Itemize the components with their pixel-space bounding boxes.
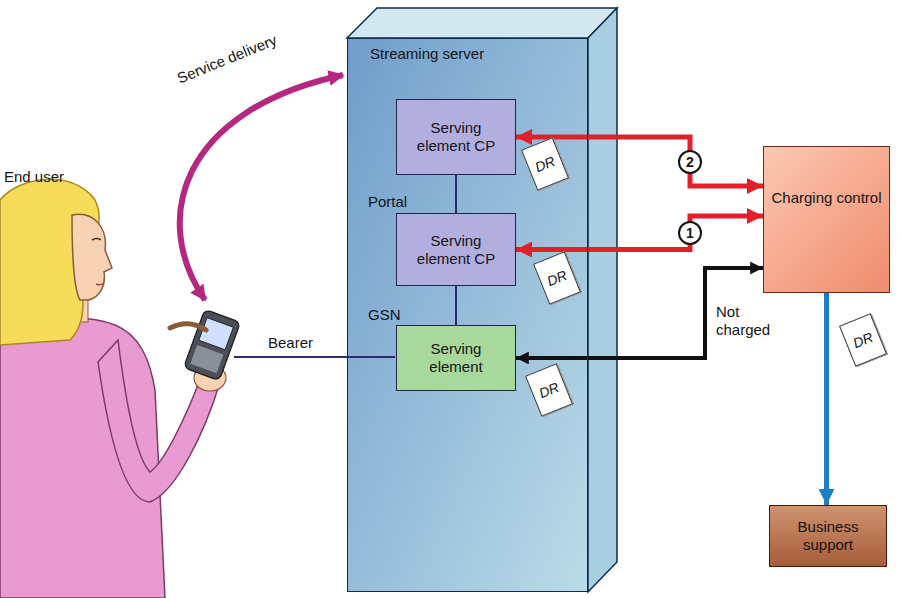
box-label: Serving element CP [403, 119, 509, 155]
card-text: DR [532, 152, 557, 175]
user-finger [170, 324, 206, 330]
charging-control-box: Charging control [763, 146, 890, 293]
user-face [72, 214, 112, 300]
server-side-face [588, 8, 617, 592]
callout-number: 2 [678, 150, 702, 174]
charging-arrow [516, 216, 763, 250]
edge-label: Not charged [714, 302, 788, 340]
box-label: Serving element CP [403, 232, 509, 268]
record-flow-arrow [824, 293, 829, 505]
link-label: Bearer [268, 334, 313, 352]
card-text: DR [544, 266, 569, 289]
server-heading: Streaming server [370, 45, 484, 63]
card-text: DR [850, 328, 875, 351]
bearer-line [234, 356, 395, 358]
user-mouth [96, 283, 104, 285]
element-tag: GSN [368, 306, 401, 324]
service-delivery-arrow [180, 75, 343, 300]
box-label: Serving element [403, 340, 509, 376]
server-front-face [347, 38, 588, 592]
callout-number: 1 [678, 221, 702, 245]
serving-element-box: Serving element [396, 325, 516, 391]
card-text: DR [536, 378, 561, 401]
server-top-face [347, 8, 617, 38]
serving-element-box: Serving element CP [396, 99, 516, 175]
element-tag: Portal [368, 193, 407, 211]
box-label: Business support [776, 518, 880, 554]
serving-element-box: Serving element CP [396, 213, 516, 286]
business-support-box: Business support [769, 505, 887, 567]
data-record-card: DR [839, 313, 887, 367]
internal-link [455, 286, 457, 325]
phone [184, 309, 241, 380]
internal-link [455, 175, 457, 213]
actor-label: End user [4, 168, 64, 186]
box-label: Charging control [771, 189, 881, 207]
flow-label: Service delivery [175, 31, 280, 87]
user-eye [92, 239, 101, 241]
